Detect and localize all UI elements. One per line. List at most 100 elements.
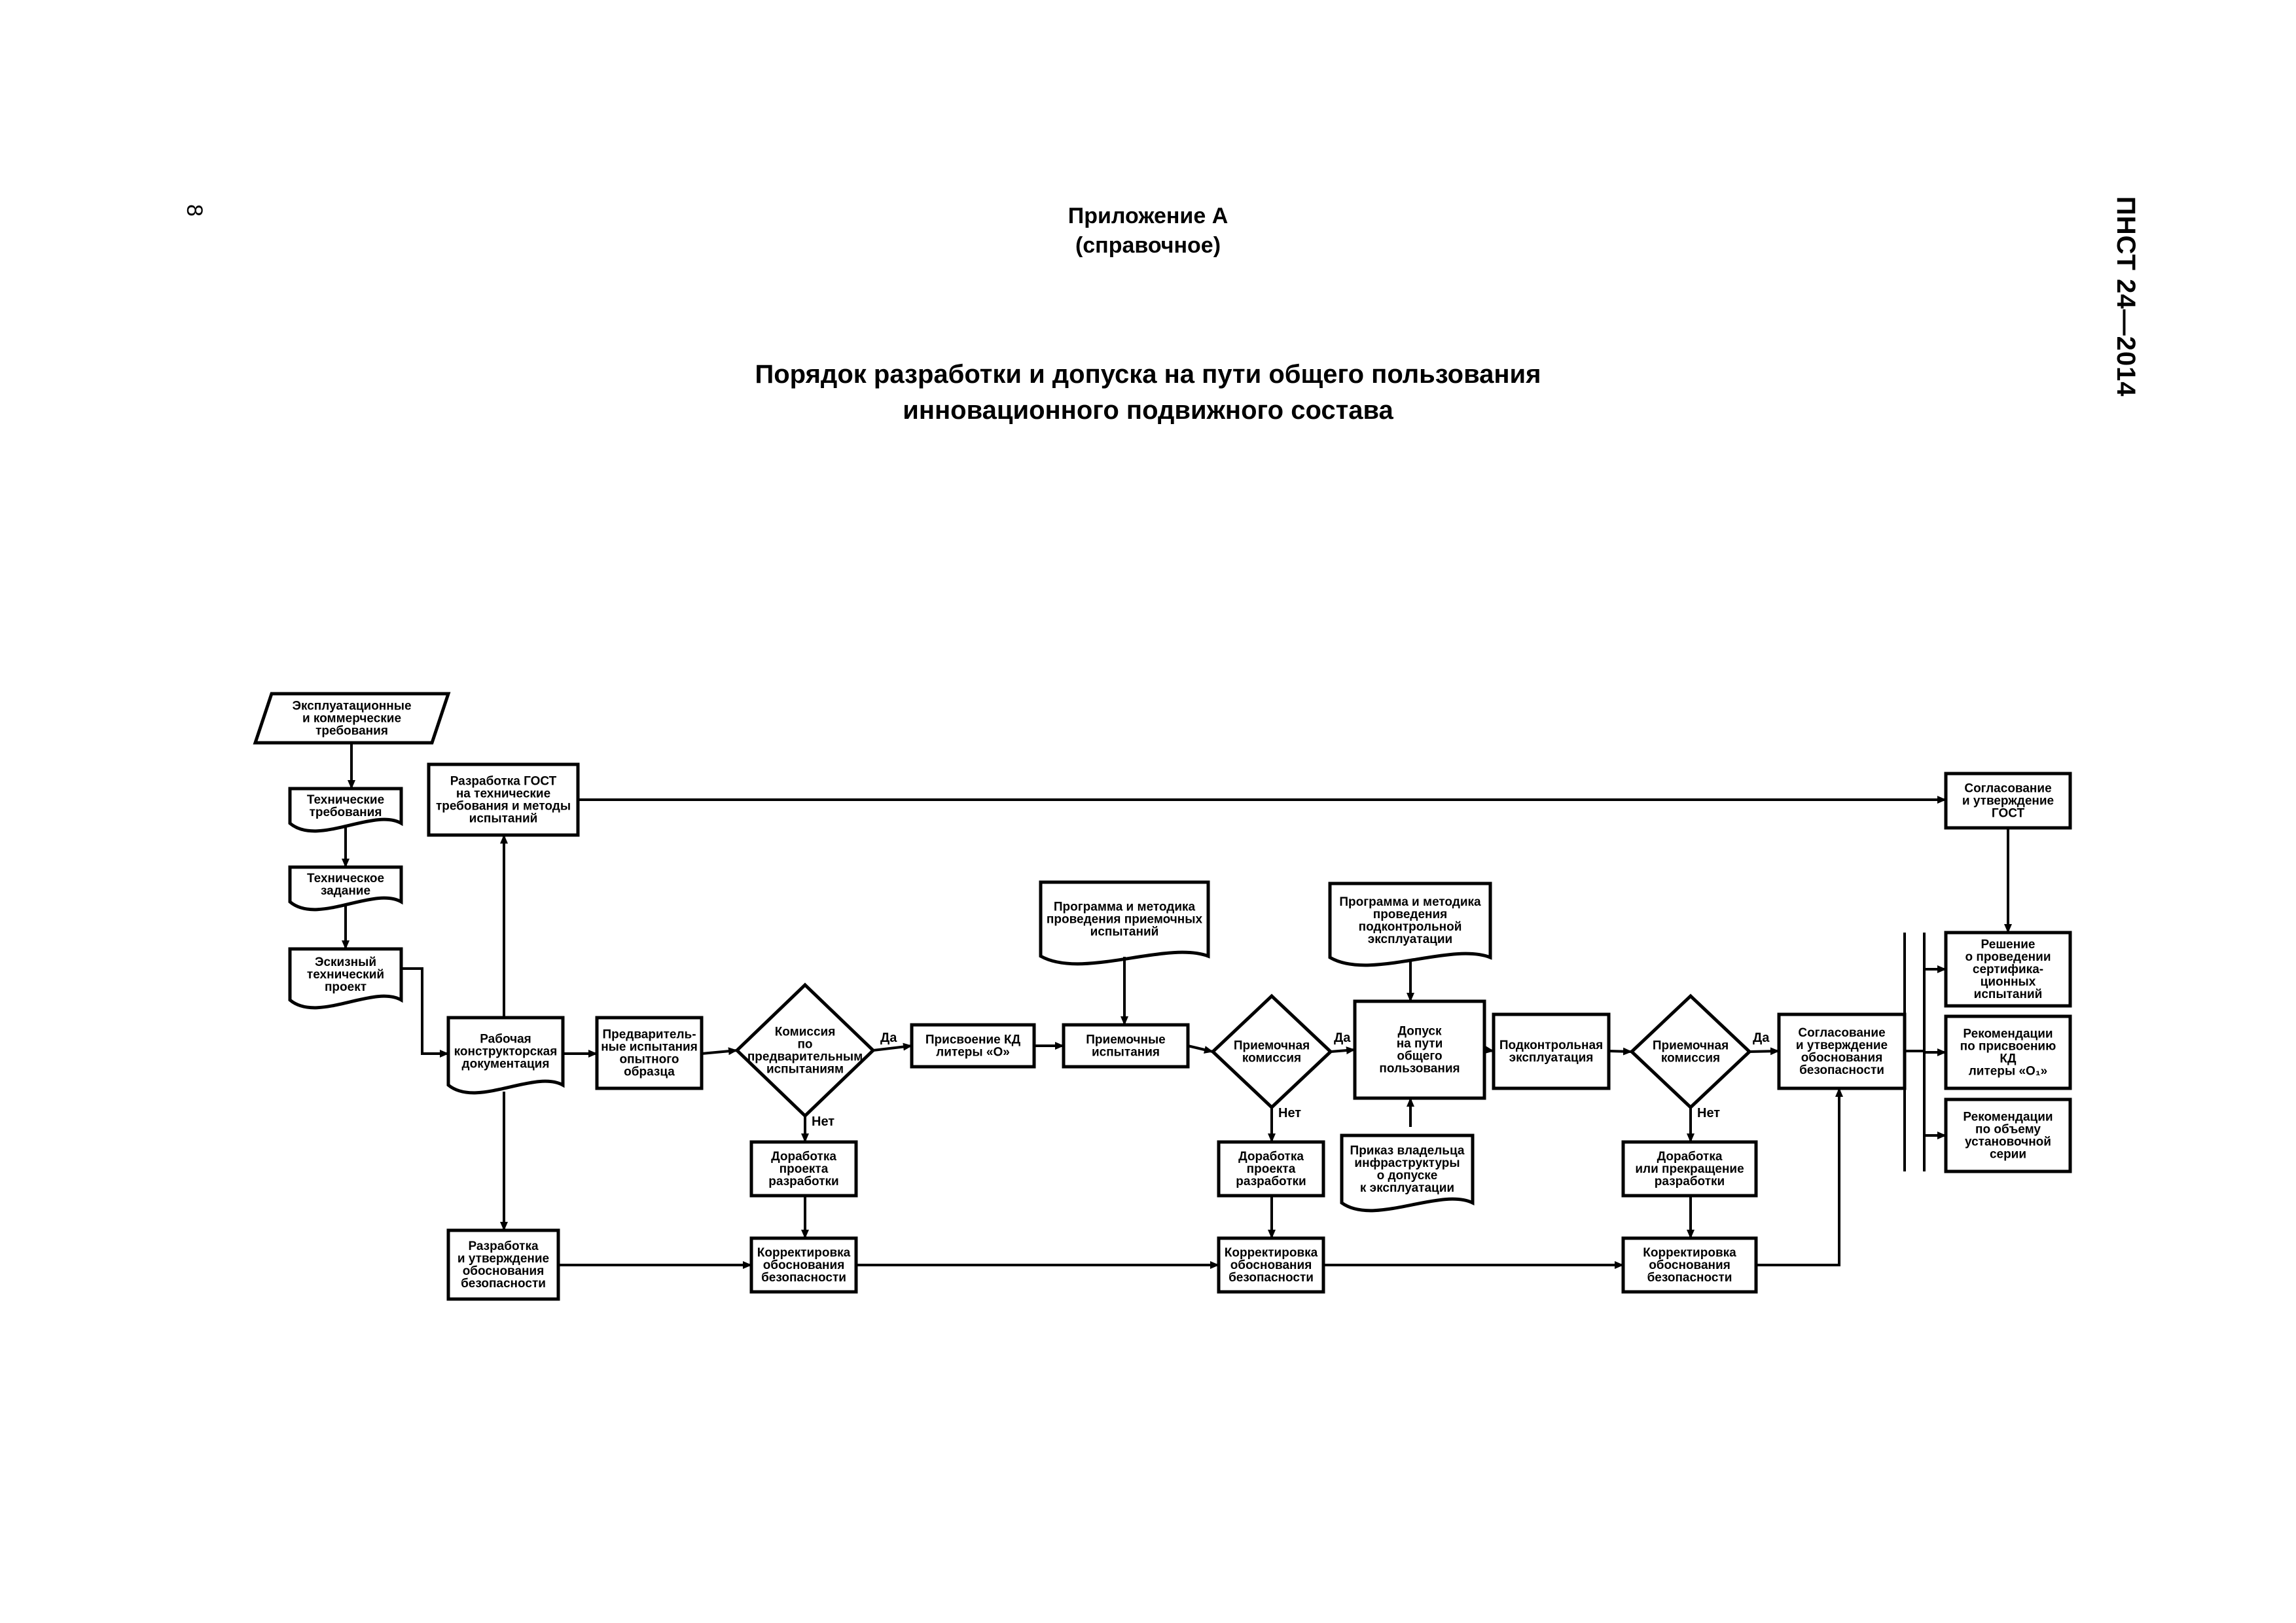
- node-label-rework3: Доработка: [1657, 1150, 1723, 1164]
- node-label-control-operation: эксплуатация: [1509, 1051, 1594, 1065]
- node-label-owner-order: к эксплуатации: [1360, 1181, 1454, 1195]
- appendix-heading: Приложение А (справочное): [0, 202, 2296, 260]
- node-label-gost-dev: Разработка ГОСТ: [450, 775, 557, 789]
- node-label-rework1: разработки: [768, 1175, 838, 1188]
- node-label-prelim-commission: испытаниям: [766, 1063, 844, 1077]
- node-label-assign-kd: литеры «О»: [936, 1046, 1010, 1060]
- node-label-working-docs: конструкторская: [454, 1045, 558, 1059]
- node-label-rework3: или прекращение: [1635, 1162, 1744, 1176]
- node-label-tech-requirements: Технические: [307, 793, 384, 807]
- node-label-safety-corr1: обоснования: [763, 1258, 845, 1272]
- node-label-prelim-tests: Предваритель-: [602, 1028, 696, 1042]
- node-label-assign-o1: Рекомендации: [1963, 1027, 2053, 1041]
- node-label-cert-decision: Решение: [1981, 938, 2036, 952]
- node-label-safety-approval: безопасности: [1799, 1063, 1884, 1077]
- label-yes: Да: [1334, 1031, 1351, 1045]
- page-title: Порядок разработки и допуска на пути общ…: [0, 357, 2296, 429]
- node-label-series-volume: установочной: [1965, 1135, 2051, 1149]
- node-label-admission: пользования: [1379, 1062, 1460, 1076]
- node-series-volume: [1944, 1097, 2072, 1173]
- node-label-safety-corr2: безопасности: [1229, 1271, 1314, 1285]
- node-label-accept-program: проведения приемочных: [1047, 913, 1203, 927]
- node-label-oper-requirements: и коммерческие: [302, 712, 401, 726]
- node-label-assign-kd: Присвоение КД: [925, 1033, 1021, 1047]
- node-label-cert-decision: о проведении: [1965, 950, 2051, 964]
- node-label-owner-order: инфраструктуры: [1354, 1156, 1460, 1170]
- node-label-prelim-commission: предварительным: [747, 1050, 863, 1064]
- node-label-rework2: Доработка: [1238, 1150, 1304, 1164]
- connector-arrow: [701, 1047, 738, 1056]
- node-label-accept-commission1: комиссия: [1242, 1052, 1301, 1065]
- node-label-rework1: проекта: [780, 1162, 829, 1176]
- connector-arrow: [1749, 1047, 1780, 1056]
- node-label-tech-requirements: требования: [310, 806, 382, 819]
- appendix-title: Приложение А: [1067, 204, 1229, 228]
- node-label-accept-tests: Приемочные: [1086, 1033, 1166, 1047]
- node-label-working-docs: документация: [462, 1058, 550, 1071]
- node-label-accept-tests: испытания: [1092, 1046, 1160, 1060]
- node-label-safety-approval: обоснования: [1801, 1051, 1883, 1065]
- node-label-accept-commission2: комиссия: [1661, 1052, 1720, 1065]
- node-tech-requirements: [288, 787, 403, 833]
- label-no: Нет: [1278, 1106, 1301, 1120]
- node-owner-order: [1340, 1133, 1475, 1213]
- node-label-owner-order: о допуске: [1377, 1169, 1438, 1183]
- node-working-docs: [446, 1016, 565, 1095]
- node-label-gost-dev: на технические: [456, 787, 550, 801]
- node-label-assign-o1: литеры «O₁»: [1969, 1065, 2048, 1079]
- node-sketch-project: [288, 947, 403, 1010]
- node-label-owner-order: Приказ владельца: [1350, 1144, 1465, 1158]
- node-label-prelim-tests: образца: [624, 1065, 675, 1079]
- node-label-gost-dev: требования и методы: [436, 800, 571, 813]
- node-label-admission: Допуск: [1397, 1025, 1442, 1039]
- node-label-gost-dev: испытаний: [469, 812, 538, 826]
- node-label-working-docs: Рабочая: [480, 1033, 531, 1046]
- node-safety-approval: [1777, 1012, 1907, 1090]
- label-no: Нет: [812, 1115, 834, 1129]
- node-label-rework3: разработки: [1655, 1175, 1725, 1188]
- node-oper-requirements: [253, 692, 451, 745]
- node-label-safety-corr1: безопасности: [761, 1271, 846, 1285]
- node-control-program: [1328, 882, 1492, 967]
- node-label-admission: общего: [1397, 1050, 1442, 1063]
- node-label-rework1: Доработка: [771, 1150, 836, 1164]
- node-label-prelim-tests: ные испытания: [601, 1041, 698, 1054]
- label-yes: Да: [1753, 1031, 1770, 1045]
- connector-arrow: [1484, 1046, 1494, 1054]
- node-label-rework2: проекта: [1247, 1162, 1296, 1176]
- connector-arrow: [1608, 1047, 1632, 1056]
- node-label-admission: на пути: [1397, 1037, 1443, 1051]
- node-label-safety-corr3: Корректировка: [1643, 1246, 1736, 1260]
- label-no: Нет: [1697, 1106, 1720, 1120]
- node-label-gost-approval: ГОСТ: [1992, 807, 2025, 821]
- node-label-safety-approval: и утверждение: [1796, 1039, 1888, 1052]
- node-label-tech-task: Техническое: [307, 872, 384, 885]
- connector-arrow: [1756, 1088, 1843, 1266]
- node-label-control-program: подконтрольной: [1359, 920, 1462, 934]
- node-safety-corr2: [1217, 1236, 1325, 1294]
- node-control-operation: [1492, 1012, 1611, 1090]
- node-label-control-program: проведения: [1373, 908, 1448, 921]
- node-label-safety-corr2: обоснования: [1230, 1258, 1312, 1272]
- node-label-series-volume: Рекомендации: [1963, 1111, 2053, 1124]
- node-rework2: [1217, 1140, 1325, 1198]
- label-yes: Да: [880, 1031, 897, 1045]
- node-tech-task: [288, 865, 403, 912]
- node-label-assign-o1: КД: [2000, 1052, 2017, 1066]
- node-label-sketch-project: технический: [307, 968, 384, 982]
- connector-arrow: [872, 1043, 912, 1052]
- node-label-assign-o1: по присвоению: [1960, 1040, 2056, 1054]
- connector-arrow: [401, 967, 449, 1058]
- node-label-prelim-commission: Комиссия: [775, 1026, 836, 1039]
- node-admission: [1353, 999, 1486, 1100]
- node-label-sketch-project: Эскизный: [315, 955, 376, 969]
- node-label-safety-corr3: обоснования: [1649, 1258, 1731, 1272]
- node-label-sketch-project: проект: [325, 980, 367, 994]
- node-label-cert-decision: ционных: [1981, 975, 2036, 989]
- connector-arrow: [1187, 1044, 1213, 1054]
- node-label-prelim-tests: опытного: [620, 1053, 679, 1067]
- title-line-2: инновационного подвижного состава: [903, 396, 1393, 425]
- node-label-oper-requirements: требования: [315, 724, 388, 738]
- document-code: ПНСТ 24—2014: [2111, 196, 2140, 397]
